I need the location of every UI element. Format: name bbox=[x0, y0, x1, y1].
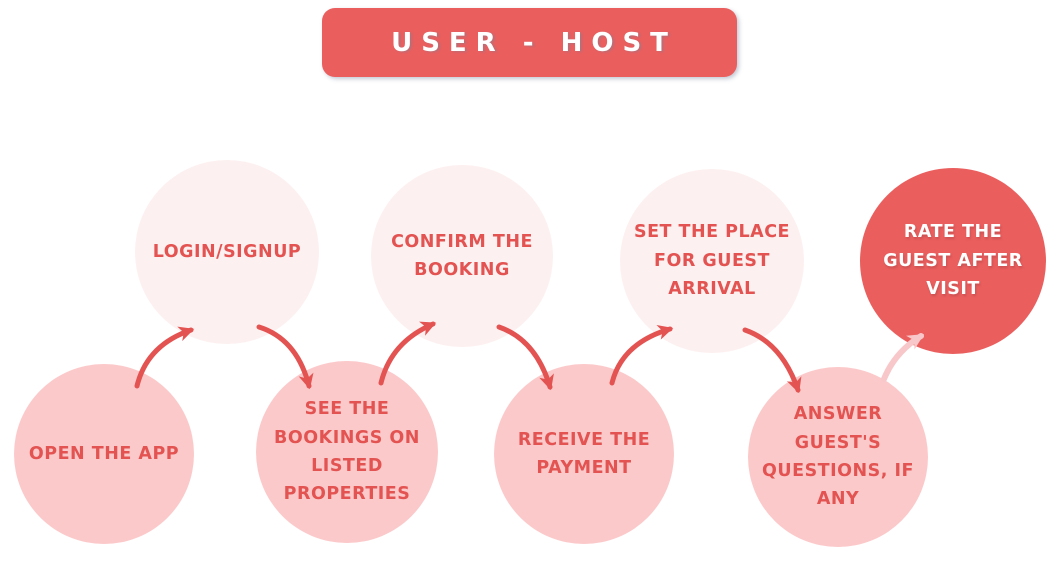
title-banner: USER - HOST bbox=[322, 8, 737, 77]
flow-step-rate-the-guest: RATE THE GUEST AFTER VISIT bbox=[860, 168, 1046, 354]
flow-step-receive-the-payment: RECEIVE THE PAYMENT bbox=[494, 364, 674, 544]
flow-step-see-the-bookings-label: SEE THE BOOKINGS ON LISTED PROPERTIES bbox=[274, 399, 420, 505]
flow-step-receive-the-payment-label: RECEIVE THE PAYMENT bbox=[517, 429, 651, 478]
flow-step-open-the-app: OPEN THE APP bbox=[14, 364, 194, 544]
flow-step-login-signup-label: LOGIN/SIGNUP bbox=[152, 241, 302, 262]
page-title: USER - HOST bbox=[391, 27, 677, 58]
flow-step-confirm-the-booking-label: CONFIRM THE BOOKING bbox=[391, 231, 533, 280]
flow-step-answer-questions-label: ANSWER GUEST'S QUESTIONS, IF ANY bbox=[762, 404, 914, 510]
flow-step-set-the-place-label: SET THE PLACE FOR GUEST ARRIVAL bbox=[633, 222, 791, 300]
flow-step-open-the-app-label: OPEN THE APP bbox=[28, 443, 180, 464]
flow-step-set-the-place: SET THE PLACE FOR GUEST ARRIVAL bbox=[620, 169, 804, 353]
flow-step-see-the-bookings: SEE THE BOOKINGS ON LISTED PROPERTIES bbox=[256, 361, 438, 543]
flow-step-answer-questions: ANSWER GUEST'S QUESTIONS, IF ANY bbox=[748, 367, 928, 547]
flow-step-rate-the-guest-label: RATE THE GUEST AFTER VISIT bbox=[883, 222, 1023, 300]
flow-step-login-signup: LOGIN/SIGNUP bbox=[135, 160, 319, 344]
flow-step-confirm-the-booking: CONFIRM THE BOOKING bbox=[371, 165, 553, 347]
